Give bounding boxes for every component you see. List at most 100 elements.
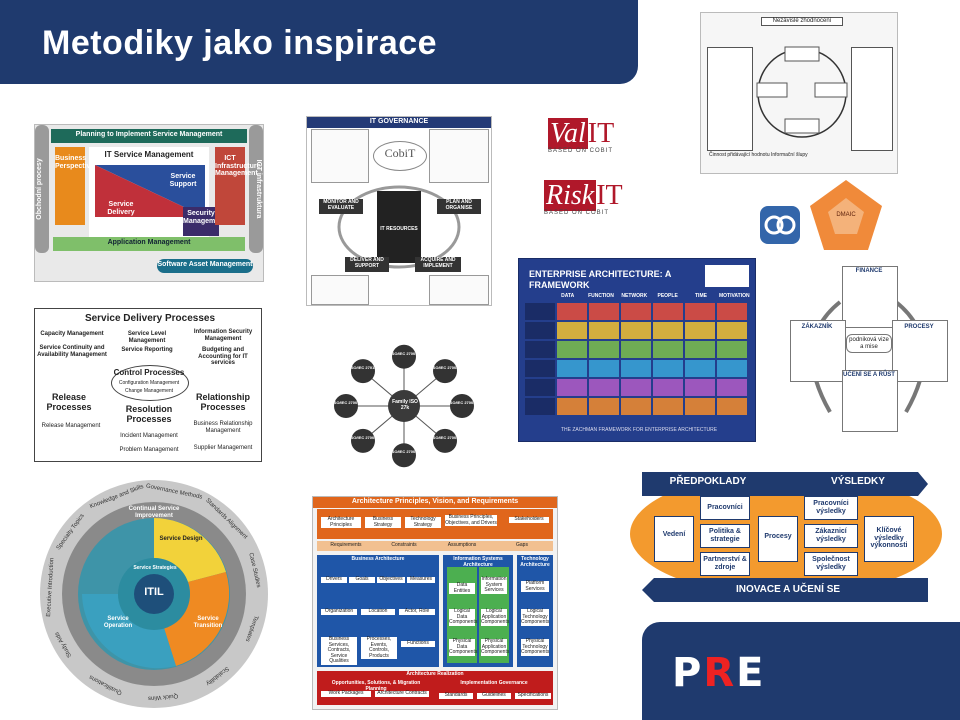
efqm-society-results: Společnost výsledky bbox=[804, 552, 858, 576]
zachman-diagram: ENTERPRISE ARCHITECTURE: A FRAMEWORK DAT… bbox=[518, 258, 756, 442]
cobit-logo: CobiT bbox=[373, 141, 427, 171]
service-delivery: Service Delivery bbox=[107, 201, 135, 216]
togaf-physical-app: Physical Application Components bbox=[481, 638, 510, 656]
togaf-logical-tech: Logical Technology Components bbox=[521, 608, 550, 626]
zachman-cell bbox=[621, 341, 651, 358]
ict-infrastructure-label: ICT infrastruktura bbox=[255, 159, 262, 219]
zachman-footer: THE ZACHMAN FRAMEWORK FOR ENTERPRISE ARC… bbox=[560, 427, 718, 433]
zachman-cell bbox=[589, 379, 619, 396]
zachman-cell bbox=[685, 303, 715, 320]
zachman-cell bbox=[621, 398, 651, 415]
togaf-actor-role: Actor, Role bbox=[399, 608, 435, 615]
itil-operation: Service Operation bbox=[103, 616, 133, 629]
zachman-cell bbox=[557, 322, 587, 339]
sd-supplier: Supplier Management bbox=[193, 445, 253, 451]
monitor-evaluate: MONITOR AND EVALUATE bbox=[319, 199, 363, 214]
togaf-bus-services: Business Services, Contracts, Service Qu… bbox=[321, 636, 357, 665]
balanced-scorecard: FINANCE ZÁKAZNÍK PROCESY UČENÍ SE A RŮST… bbox=[790, 262, 948, 432]
zachman-cell bbox=[589, 398, 619, 415]
itil-v3-diagram: ITIL Service Design Service Strategies S… bbox=[36, 476, 272, 712]
valit-main: Val bbox=[548, 118, 588, 149]
riskit-logo: RiskIT BASED ON COBIT bbox=[544, 180, 644, 226]
control-oval bbox=[111, 365, 189, 401]
sd-change: Change Management bbox=[124, 388, 174, 394]
dmaic-pentagon bbox=[810, 180, 882, 250]
zachman-cell bbox=[525, 303, 555, 320]
valit-it: IT bbox=[587, 118, 615, 149]
togaf-specifications: Specifications bbox=[515, 692, 551, 699]
zachman-cell bbox=[685, 322, 715, 339]
zachman-cell bbox=[525, 360, 555, 377]
it-governance-header: IT GOVERNANCE bbox=[307, 117, 491, 128]
togaf-standards: Standards bbox=[439, 692, 473, 699]
iso-node-circle bbox=[334, 394, 358, 418]
cobit-cycle bbox=[337, 185, 461, 269]
itsm-title: IT Service Management bbox=[104, 150, 194, 159]
zachman-cell bbox=[653, 322, 683, 339]
zachman-cell bbox=[653, 360, 683, 377]
zachman-cell bbox=[653, 341, 683, 358]
sd-relationship: Relationship Processes bbox=[195, 392, 250, 412]
itil-v3-rings bbox=[40, 480, 268, 708]
iso-node-label: ISO/IEC 27002 bbox=[431, 365, 459, 371]
it-resources: IT RESOURCES bbox=[380, 226, 418, 232]
process-bottom-label: Činnost přidávající hodnotu Informační š… bbox=[709, 152, 808, 158]
togaf-realization-block bbox=[317, 671, 553, 705]
business-processes-label: Obchodní procesy bbox=[36, 158, 43, 220]
zachman-column-header: MOTIVATION bbox=[718, 293, 750, 299]
iso-node-circle bbox=[433, 359, 458, 384]
riskit-it: IT bbox=[596, 180, 623, 211]
pre-logo-e: E bbox=[736, 650, 766, 696]
application-management: Application Management bbox=[53, 237, 245, 251]
sd-incident: Incident Management bbox=[120, 433, 178, 439]
bsc-center: podniková vize a mise bbox=[846, 334, 892, 354]
efqm-leadership: Vedení bbox=[654, 516, 694, 562]
zachman-cell bbox=[525, 322, 555, 339]
togaf-diagram: Architecture Principles, Vision, and Req… bbox=[312, 496, 558, 710]
iso-network bbox=[334, 344, 474, 468]
zachman-cell bbox=[717, 322, 747, 339]
efqm-results: VÝSLEDKY bbox=[831, 476, 885, 487]
cobit-diagram: IT GOVERNANCE CobiT MONITOR AND EVALUATE… bbox=[306, 116, 492, 306]
sd-problem: Problem Management bbox=[119, 447, 179, 453]
deliver-support: DELIVER AND SUPPORT bbox=[345, 257, 389, 272]
togaf-strategy: Business Strategy bbox=[365, 516, 401, 528]
zachman-cell bbox=[685, 398, 715, 415]
iso-node-label: ISO/IEC 27004 bbox=[431, 434, 459, 440]
pre-logo: PRE bbox=[672, 650, 765, 696]
bsc-finance: FINANCE bbox=[855, 268, 883, 274]
efqm-people: Pracovníci bbox=[700, 496, 750, 520]
zachman-cell bbox=[685, 360, 715, 377]
togaf-requirements: Requirements bbox=[330, 542, 362, 548]
iso-node-label: ISO/IEC 27005 bbox=[390, 449, 418, 455]
togaf-constraints: Constraints bbox=[391, 542, 417, 548]
zachman-cell bbox=[525, 341, 555, 358]
efqm-customer-results: Zákaznicí výsledky bbox=[804, 524, 858, 548]
zachman-cell bbox=[589, 303, 619, 320]
togaf-realization: Architecture Realization bbox=[406, 671, 464, 677]
bsc-processes: PROCESY bbox=[904, 324, 934, 330]
togaf-impl-gov: Implementation Governance bbox=[460, 680, 528, 686]
efqm-enablers: PŘEDPOKLADY bbox=[669, 476, 747, 487]
togaf-functions: Functions bbox=[401, 640, 435, 647]
togaf-work-packages: Work Packages bbox=[321, 690, 371, 697]
sd-config: Configuration Management bbox=[118, 380, 180, 386]
zachman-cell bbox=[589, 360, 619, 377]
efqm-model: PŘEDPOKLADY VÝSLEDKY Vedení Pracovníci P… bbox=[628, 462, 944, 612]
footer-band bbox=[642, 622, 960, 720]
service-delivery-diagram: Service Delivery Processes Capacity Mana… bbox=[34, 308, 262, 462]
zachman-cell bbox=[557, 379, 587, 396]
zachman-cell bbox=[621, 322, 651, 339]
itil-v2-diagram: Obchodní procesy ICT infrastruktura Plan… bbox=[34, 124, 264, 282]
software-asset-management: Software Asset Management bbox=[157, 259, 253, 273]
six-sigma-logo bbox=[760, 206, 800, 244]
togaf-is-arch: Information Systems Architecture bbox=[453, 556, 503, 568]
itil-csi: Continual Service Improvement bbox=[128, 506, 180, 519]
iso-node-circle bbox=[450, 394, 474, 418]
togaf-goals: Goals bbox=[349, 576, 375, 583]
iso-node-circle bbox=[392, 344, 416, 369]
efqm-key-results: Klíčové výsledky výkonnosti bbox=[864, 516, 914, 562]
valit-sub: BASED ON COBIT bbox=[548, 148, 614, 154]
zachman-column-header: NETWORK bbox=[621, 293, 648, 299]
plan-organise: PLAN AND ORGANISE bbox=[437, 199, 481, 214]
